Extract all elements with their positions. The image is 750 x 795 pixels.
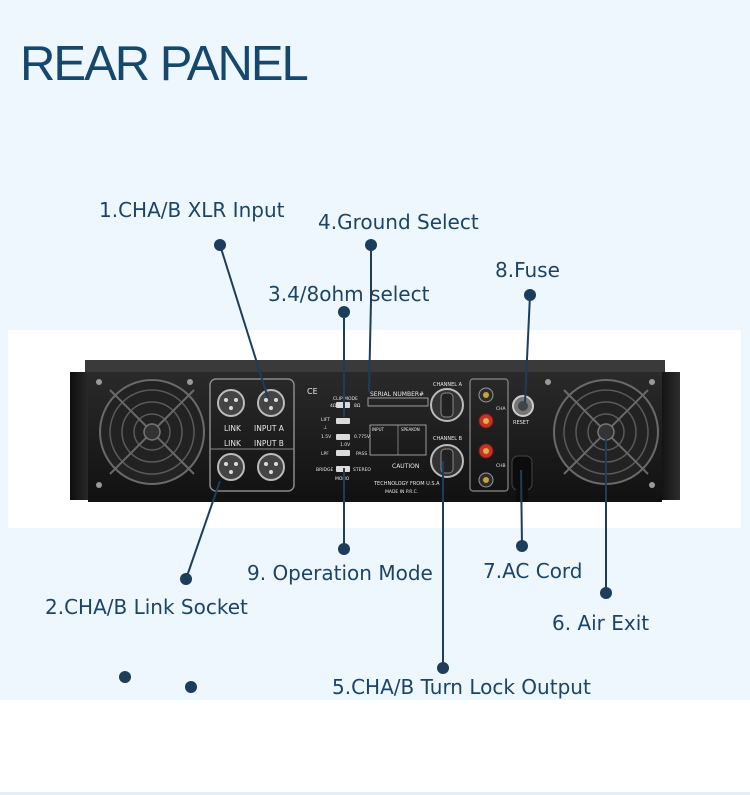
bridge-label: BRIDGE [316, 467, 333, 473]
xlr-input-b-connector [257, 453, 285, 481]
v1-0-label: 1.0V [340, 442, 351, 448]
v0-775-label: 0.775V [354, 434, 371, 440]
clip-mode-label: CLIP MODE [333, 396, 358, 402]
fuse-holder-icon [512, 395, 534, 417]
ce-mark: CE [307, 387, 318, 396]
pass-label: PASS [356, 451, 367, 457]
dot-fuse [524, 289, 536, 301]
speakon-channel-a-connector [430, 388, 464, 422]
leader-fuse [524, 294, 531, 403]
fan-left-icon [99, 379, 205, 485]
input-a-label: INPUT A [254, 424, 285, 433]
lift-label: LIFT [321, 417, 330, 423]
rack-ear-left [70, 372, 92, 500]
callout-air-exit: 6. Air Exit [552, 611, 650, 635]
bottom-margin [0, 700, 750, 795]
callout-turn-lock-output: 5.CHA/B Turn Lock Output [332, 675, 591, 699]
xlr-section-frame [209, 378, 295, 492]
amplifier-rear-panel: LINK INPUT A LINK INPUT B CE CLIP MODE 4… [70, 360, 680, 502]
dot-operation-mode [338, 543, 350, 555]
link-bottom-label: LINK [224, 439, 242, 448]
dot-extra-right [185, 681, 197, 693]
xlr-link-bottom-connector [217, 453, 245, 481]
callout-link-socket: 2.CHA/B Link Socket [45, 595, 248, 619]
callout-fuse: 8.Fuse [495, 258, 560, 282]
leader-ac-cord [520, 469, 523, 547]
callout-ohm-select: 3.4/8ohm select [268, 282, 430, 306]
leader-lines [185, 244, 607, 668]
dot-ground-select [365, 239, 377, 251]
speakon-channel-b-connector [430, 444, 464, 478]
chassis-screws [96, 379, 655, 488]
mono-label: MONO [335, 476, 350, 482]
dot-ohm-select [338, 306, 350, 318]
xlr-link-top-connector [217, 389, 245, 417]
stereo-label: STEREO [353, 467, 371, 473]
serial-box [367, 397, 429, 407]
channel-a-label: CHANNEL A [433, 382, 463, 388]
technology-label: TECHNOLOGY FROM U.S.A [373, 481, 440, 487]
bottom-divider [0, 792, 750, 795]
callout-dots [119, 239, 612, 693]
dot-turn-lock [437, 662, 449, 674]
serial-label: SERIAL NUMBER# [370, 391, 424, 398]
caution-label: CAUTION [392, 463, 419, 470]
cha-label: CHA [496, 406, 507, 412]
rack-ear-right [658, 372, 680, 500]
made-in-label: MADE IN P.R.C. [385, 489, 418, 495]
xlr-input-a-connector [257, 389, 285, 417]
speakon-box-label: SPEAKON [401, 427, 420, 432]
callout-operation-mode: 9. Operation Mode [247, 561, 433, 585]
input-b-label: INPUT B [254, 439, 284, 448]
dot-extra-left [119, 671, 131, 683]
dot-air-exit [600, 587, 612, 599]
dot-ac-cord [516, 540, 528, 552]
channel-b-label: CHANNEL B [433, 436, 463, 442]
input-box-label: INPUT [372, 427, 385, 432]
link-top-label: LINK [224, 424, 242, 433]
ohm-8-label: 8Ω [354, 403, 361, 409]
binding-posts [478, 387, 494, 488]
leader-xlr-input [219, 244, 269, 399]
leader-link-socket [185, 480, 221, 580]
callout-xlr-input: 1.CHA/B XLR Input [99, 198, 285, 222]
lpf-label: LPF [321, 451, 329, 457]
page-title: REAR PANEL [20, 37, 309, 91]
callout-ground-select: 4.Ground Select [318, 210, 479, 234]
leader-ground-select [368, 245, 372, 393]
ground-symbol-label: ⊥ [323, 425, 327, 431]
binding-post-frame [469, 378, 509, 492]
callout-ac-cord: 7.AC Cord [483, 559, 583, 583]
chassis-top-edge [85, 360, 665, 374]
dot-link-socket [180, 573, 192, 585]
dot-xlr-input [214, 239, 226, 251]
ohm-4-label: 4Ω [330, 403, 337, 409]
chb-label: CHB [496, 463, 506, 469]
reset-label: RESET [513, 420, 530, 426]
v1-5-label: 1.5V [321, 434, 332, 440]
